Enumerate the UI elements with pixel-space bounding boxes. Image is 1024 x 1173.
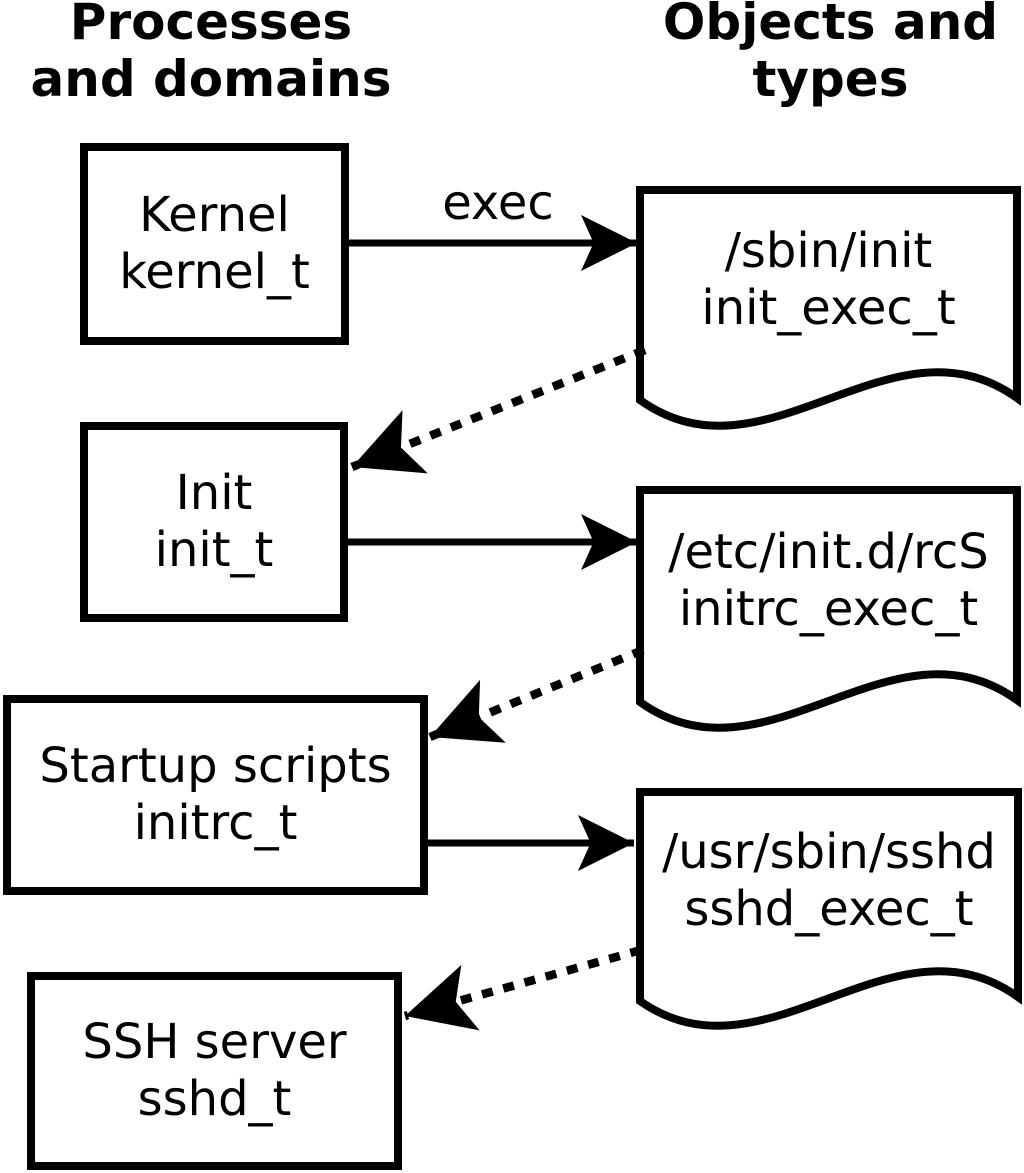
domain-type: sshd_t xyxy=(137,1071,292,1127)
document-shape-usr-sbin-sshd xyxy=(636,788,1022,1030)
process-name: Init xyxy=(175,465,253,521)
header-line: Processes xyxy=(69,0,353,51)
domain-type: init_t xyxy=(154,522,274,578)
header-line: Objects and xyxy=(662,0,999,51)
document-shape-sbin-init xyxy=(636,186,1021,430)
domain-type: initrc_t xyxy=(133,795,298,851)
document-shape-etc-initd-rcs xyxy=(636,486,1021,732)
transition-arrow-sbin-init-to-init-domain xyxy=(350,346,647,474)
header-line: types xyxy=(752,50,909,108)
process-box-init: Init init_t xyxy=(80,422,348,622)
transition-arrow-sshd-to-sshd-domain xyxy=(403,945,643,1031)
column-header-objects: Objects and types xyxy=(637,0,1024,108)
process-name: SSH server xyxy=(82,1014,347,1070)
process-name: Kernel xyxy=(139,187,290,243)
transition-arrow-rcs-to-initrc-domain xyxy=(428,646,645,743)
process-box-kernel: Kernel kernel_t xyxy=(80,143,349,345)
header-line: and domains xyxy=(30,50,392,108)
process-box-ssh-server: SSH server sshd_t xyxy=(27,972,402,1170)
process-box-startup-scripts: Startup scripts initrc_t xyxy=(3,695,428,895)
column-header-processes: Processes and domains xyxy=(28,0,394,108)
exec-arrow-label: exec xyxy=(442,175,554,231)
process-name: Startup scripts xyxy=(39,738,392,794)
domain-type: kernel_t xyxy=(119,244,310,300)
